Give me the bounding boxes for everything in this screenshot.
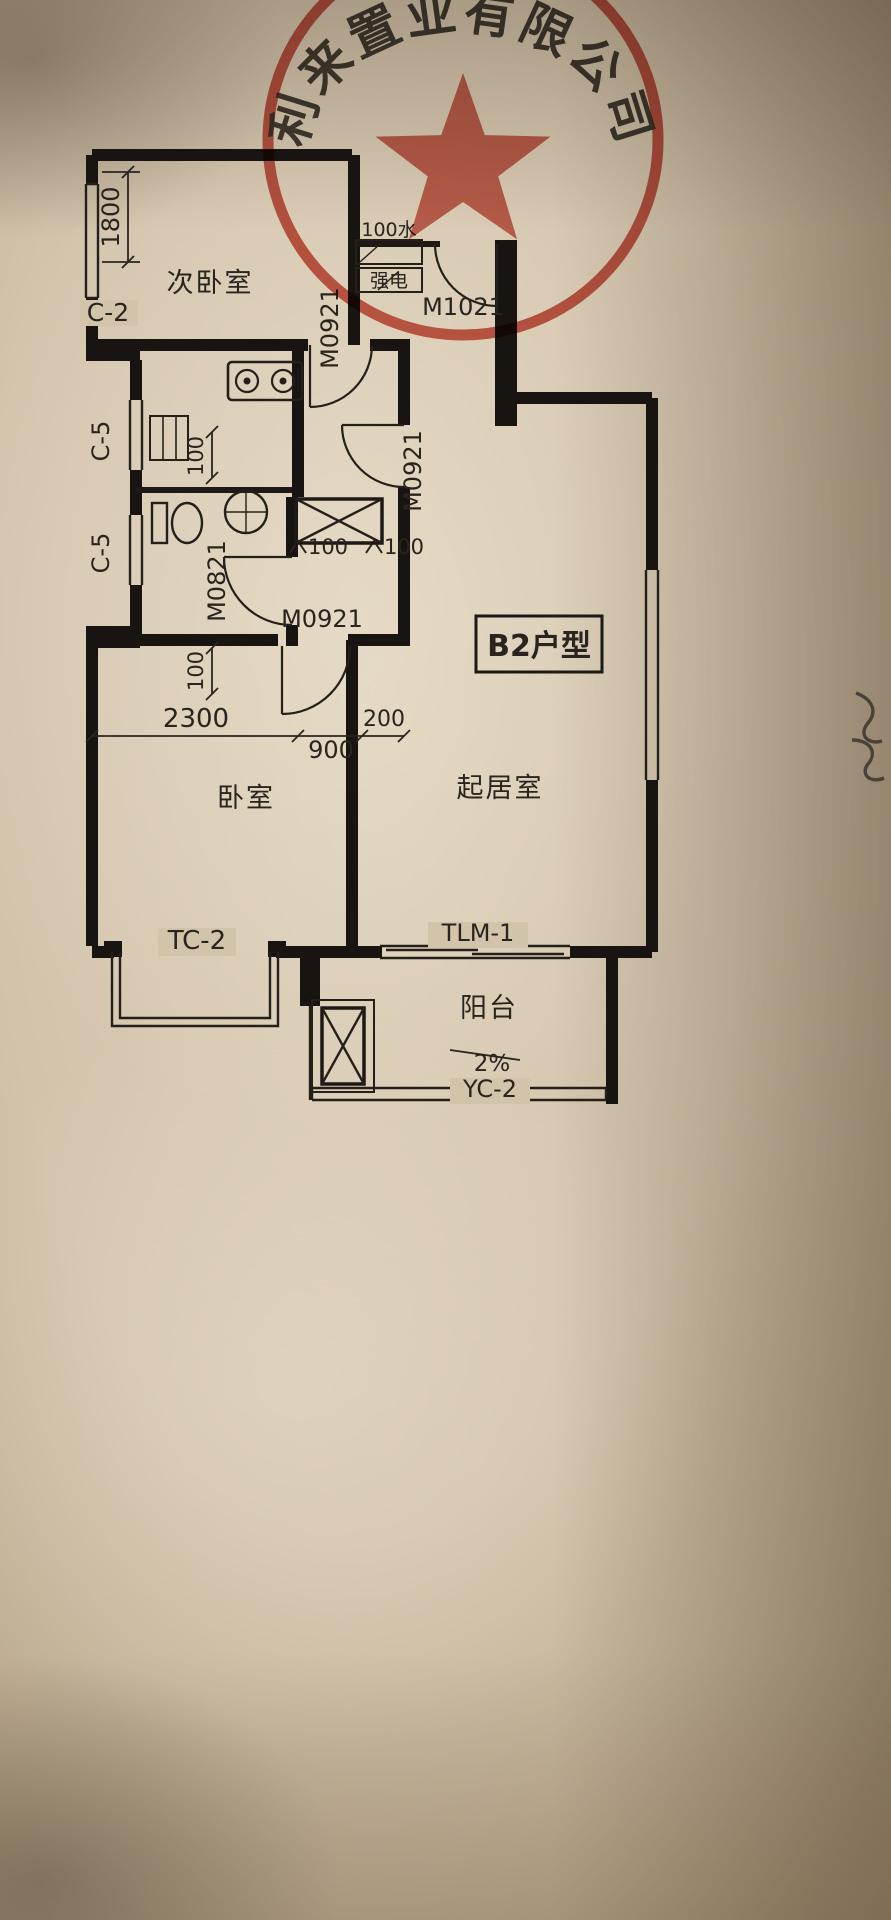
- walls-thick: [86, 149, 658, 1104]
- corner-block-bath: [86, 626, 140, 648]
- corner-block-kitchen: [86, 339, 140, 361]
- handwriting-marks: [851, 691, 885, 782]
- seal-star-icon: [375, 73, 551, 240]
- seal-ring: [262, 0, 664, 341]
- window-tc2-label: TC-2: [167, 926, 226, 956]
- counter-grid-lines: [162, 416, 177, 460]
- balcony-shaft-x: [320, 1007, 366, 1085]
- dim-200-label: 200: [363, 707, 405, 732]
- burner-right-icon: [270, 368, 296, 394]
- toilet-tank-icon: [150, 501, 169, 545]
- dim-100-bedroom-label: 100: [184, 651, 208, 691]
- window-c5-bath-label: C-5: [87, 533, 115, 574]
- label-backgrounds: [80, 300, 530, 1104]
- door-entry-label: M1021: [422, 293, 504, 321]
- door-arcs: [222, 243, 499, 716]
- burner-left-icon: [234, 368, 260, 394]
- bay-corner-left: [104, 941, 122, 957]
- utility-water-label: 100水: [361, 219, 416, 241]
- power-box: [355, 267, 423, 293]
- dimension-lines: [85, 165, 521, 1061]
- dim-100-shaft-right-label: 100: [384, 535, 424, 559]
- unit-label-box: [474, 614, 604, 674]
- washbasin-cross: [226, 492, 266, 532]
- door-kitchen-label: M0921: [316, 287, 344, 369]
- handwriting-stroke-2: [851, 738, 885, 782]
- dim-slope-label: 2%: [474, 1051, 511, 1077]
- window-c5-kitchen-label: C-5: [87, 421, 115, 462]
- dim-900-label: 900: [308, 736, 354, 764]
- bay-corner-right: [268, 941, 286, 957]
- room-secondary-bedroom-label: 次卧室: [167, 268, 254, 299]
- door-living-label: M0921: [399, 430, 427, 512]
- door-bath-label: M0821: [203, 540, 231, 622]
- stove-icon: [226, 360, 304, 402]
- shade-corner-bl: [0, 1660, 340, 1920]
- floor-plan: 次卧室 C-2 1800 100水 强电 M1021 M0921 M0921 M…: [80, 149, 660, 1104]
- room-balcony-label: 阳台: [460, 993, 518, 1024]
- duct-shaft-icon: [294, 497, 384, 545]
- toilet-bowl-icon: [170, 501, 204, 545]
- room-living-label: 起居室: [457, 773, 544, 804]
- shaft-ducts: [294, 497, 384, 1093]
- utility-power-label: 强电: [370, 270, 408, 292]
- handwriting-stroke-1: [855, 691, 883, 744]
- water-meter-box: [355, 239, 423, 265]
- duct-shaft-x: [295, 497, 383, 545]
- balcony-wall-bar: [300, 952, 320, 1006]
- window-c2-label: C-2: [87, 298, 129, 327]
- utility-boxes: [355, 239, 423, 293]
- bath-fixtures: [150, 489, 269, 545]
- dim-100-shaft-left-label: 100: [308, 535, 348, 559]
- room-bedroom-label: 卧室: [217, 783, 275, 814]
- dim-2300-label: 2300: [163, 704, 229, 734]
- kitchen-fixtures: [149, 360, 304, 461]
- unit-type-label: B2户型: [487, 629, 591, 664]
- burner-left-dot: [243, 377, 251, 385]
- shade-corner-tl: [0, 0, 290, 240]
- walls-medium: [136, 241, 440, 493]
- dim-100-kitchen-label: 100: [184, 436, 208, 476]
- plan-labels: 次卧室 C-2 1800 100水 强电 M1021 M0921 M0921 M…: [87, 186, 591, 1103]
- counter-grid-icon: [149, 415, 189, 461]
- dim-1800-label: 1800: [97, 186, 125, 247]
- utility-box-hatch: [359, 243, 399, 291]
- door-tlm1-label: TLM-1: [441, 919, 515, 947]
- door-bedroom-label: M0921: [281, 605, 363, 633]
- washbasin-icon: [223, 489, 269, 535]
- balcony-shaft-outer: [311, 999, 375, 1093]
- window-yc2-label: YC-2: [462, 1075, 517, 1103]
- balcony-shaft-icon: [320, 1006, 366, 1086]
- burner-right-dot: [279, 377, 287, 385]
